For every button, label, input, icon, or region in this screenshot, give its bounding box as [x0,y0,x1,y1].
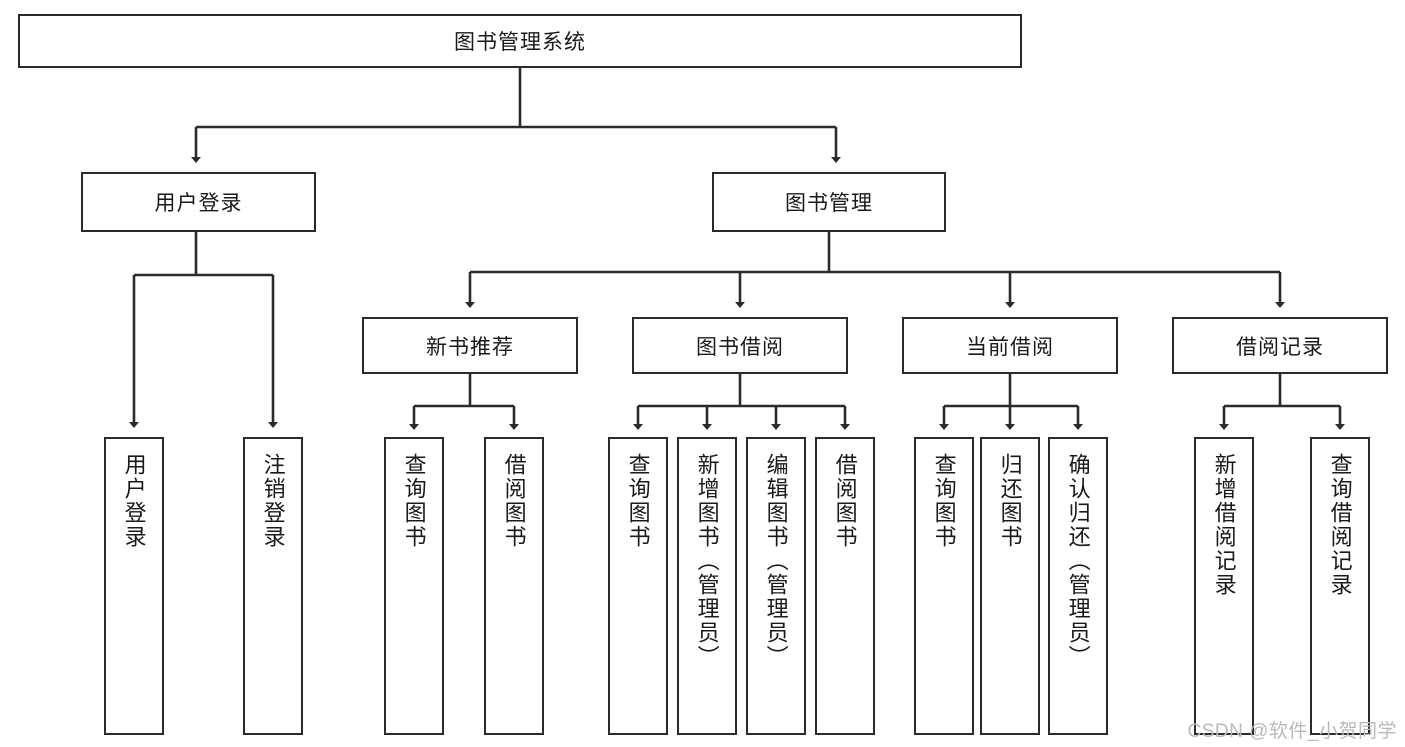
node-label: 注销登录 [260,453,286,549]
node-book-management[interactable]: 图书管理 [712,172,946,232]
node-label: 查询借阅记录 [1327,453,1353,597]
leaf-book-borrow-add-book-admin[interactable]: 新增图书（管理员） [677,437,737,735]
node-user-login[interactable]: 用户登录 [81,172,316,232]
node-label: 借阅图书 [501,453,527,549]
node-label: 确认归还（管理员） [1065,453,1091,669]
node-label: 当前借阅 [966,335,1054,359]
leaf-book-borrow-query-book[interactable]: 查询图书 [608,437,668,735]
leaf-new-book-query-book[interactable]: 查询图书 [384,437,444,735]
node-label: 查询图书 [625,453,651,549]
node-label: 借阅记录 [1236,335,1324,359]
node-label: 查询图书 [931,453,957,549]
leaf-book-borrow-borrow-book[interactable]: 借阅图书 [815,437,875,735]
node-label: 新书推荐 [426,335,514,359]
leaf-current-borrow-confirm-return-admin[interactable]: 确认归还（管理员） [1048,437,1108,735]
leaf-current-borrow-return-book[interactable]: 归还图书 [980,437,1040,735]
node-label: 借阅图书 [832,453,858,549]
node-borrow-record[interactable]: 借阅记录 [1172,317,1388,374]
watermark-text: CSDN @软件_小贺同学 [1187,721,1397,742]
node-label: 用户登录 [154,192,243,215]
leaf-new-book-borrow-book[interactable]: 借阅图书 [484,437,544,735]
node-label: 新增借阅记录 [1211,453,1237,597]
node-book-borrow[interactable]: 图书借阅 [632,317,848,374]
node-root-book-management-system[interactable]: 图书管理系统 [18,14,1022,68]
node-label: 用户登录 [121,453,147,549]
node-label: 新增图书（管理员） [694,453,720,669]
leaf-user-login-logout[interactable]: 注销登录 [243,437,303,735]
node-label: 图书借阅 [696,335,784,359]
leaf-borrow-record-query-record[interactable]: 查询借阅记录 [1310,437,1370,735]
leaf-current-borrow-query-book[interactable]: 查询图书 [914,437,974,735]
node-label: 图书管理 [785,192,873,215]
leaf-borrow-record-add-record[interactable]: 新增借阅记录 [1194,437,1254,735]
node-label: 归还图书 [997,453,1023,549]
node-label: 查询图书 [401,453,427,549]
leaf-user-login-login[interactable]: 用户登录 [104,437,164,735]
node-label: 编辑图书（管理员） [763,453,789,669]
node-new-book-recommend[interactable]: 新书推荐 [362,317,578,374]
leaf-book-borrow-edit-book-admin[interactable]: 编辑图书（管理员） [746,437,806,735]
node-current-borrow[interactable]: 当前借阅 [902,317,1118,374]
node-label: 图书管理系统 [454,31,586,54]
